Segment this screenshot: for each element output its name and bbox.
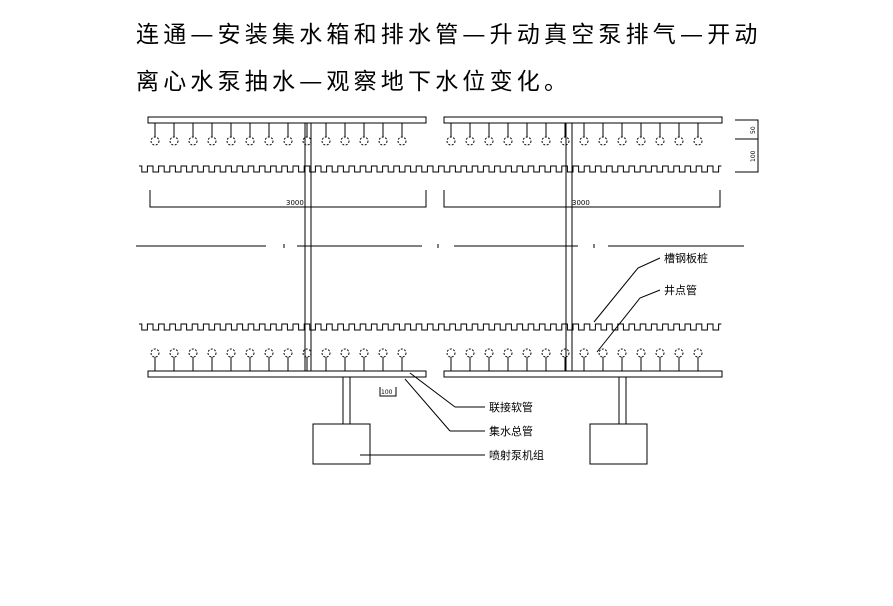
well-point-filter	[302, 348, 312, 358]
well-point-filter	[397, 348, 407, 358]
well-point-filter	[674, 136, 684, 146]
sheet-pile-top-row	[139, 165, 722, 173]
well-point-filter	[207, 136, 217, 146]
well-point-filter	[321, 348, 331, 358]
well-point-filter	[522, 348, 532, 358]
well-point-filter	[522, 136, 532, 146]
pump-unit-right	[589, 423, 648, 465]
dim-100-text: 100	[750, 150, 757, 162]
well-point-filter	[340, 136, 350, 146]
leader-well-point	[596, 289, 661, 353]
well-points-bottom	[150, 348, 703, 371]
top-header-pipe-right	[443, 116, 723, 124]
well-point-filter	[446, 136, 456, 146]
well-point-filter	[207, 348, 217, 358]
well-point-filter	[397, 136, 407, 146]
well-point-filter	[226, 136, 236, 146]
well-point-filter	[560, 348, 570, 358]
well-point-filter	[226, 348, 236, 358]
well-point-filter	[693, 348, 703, 358]
paragraph-line-1: 连通—安装集水箱和排水管—升动真空泵排气—开动	[136, 22, 762, 48]
label-pump: 喷射泵机组	[489, 448, 544, 462]
well-point-filter	[150, 348, 160, 358]
well-point-filter	[446, 348, 456, 358]
well-point-filter	[484, 136, 494, 146]
well-point-filter	[503, 136, 513, 146]
well-point-filter	[465, 348, 475, 358]
well-point-filter	[169, 136, 179, 146]
well-point-filter	[283, 348, 293, 358]
well-point-filter	[245, 348, 255, 358]
top-header-pipe-left	[147, 116, 427, 124]
dim-line-right	[443, 190, 721, 208]
well-point-filter	[340, 348, 350, 358]
paragraph-line-2: 离心水泵抽水—观察地下水位变化。	[136, 69, 572, 95]
well-point-filter	[541, 136, 551, 146]
well-point-filter	[579, 348, 589, 358]
label-hose: 联接软管	[489, 400, 533, 414]
label-well-point: 井点管	[664, 283, 697, 297]
well-point-filter	[378, 136, 388, 146]
well-point-filter	[150, 136, 160, 146]
bottom-header-pipe-right	[443, 370, 723, 378]
well-point-filter	[617, 136, 627, 146]
label-header: 集水总管	[489, 424, 533, 438]
dim-50-text: 50	[750, 126, 757, 134]
well-point-filter	[359, 136, 369, 146]
well-point-filter	[674, 348, 684, 358]
dim-100-bottom-line	[379, 387, 397, 397]
well-points-top	[150, 123, 703, 146]
well-point-filter	[188, 136, 198, 146]
well-point-filter	[264, 348, 274, 358]
well-point-filter	[321, 136, 331, 146]
well-point-filter	[579, 136, 589, 146]
well-point-filter	[283, 136, 293, 146]
dim-100-bottom-text: 100	[381, 389, 393, 396]
dim-100-box	[735, 138, 759, 173]
well-point-filter	[541, 348, 551, 358]
leader-hose	[409, 372, 456, 408]
well-point-filter	[378, 348, 388, 358]
well-point-filter	[636, 136, 646, 146]
well-point-filter	[598, 348, 608, 358]
well-point-filter	[169, 348, 179, 358]
label-sheet-pile: 槽钢板桩	[664, 251, 708, 265]
well-point-filter	[503, 348, 513, 358]
dim-3000-right: 3000	[572, 199, 590, 207]
dim-line-left	[149, 190, 427, 208]
well-point-filter	[264, 136, 274, 146]
well-point-filter	[188, 348, 198, 358]
pump-unit-left	[312, 423, 371, 465]
well-point-filter	[359, 348, 369, 358]
well-point-filter	[484, 348, 494, 358]
well-point-filter	[617, 348, 627, 358]
leader-sheet-pile	[593, 257, 661, 323]
dim-3000-left: 3000	[286, 199, 304, 207]
well-point-filter	[655, 136, 665, 146]
well-point-filter	[465, 136, 475, 146]
well-point-filter	[245, 136, 255, 146]
bottom-header-pipe-left	[147, 370, 427, 378]
well-point-filter	[302, 136, 312, 146]
well-point-filter	[598, 136, 608, 146]
well-point-filter	[693, 136, 703, 146]
well-point-filter	[560, 136, 570, 146]
sheet-pile-bottom-row	[139, 323, 722, 331]
well-point-filter	[636, 348, 646, 358]
well-point-filter	[655, 348, 665, 358]
leader-header	[404, 378, 451, 432]
